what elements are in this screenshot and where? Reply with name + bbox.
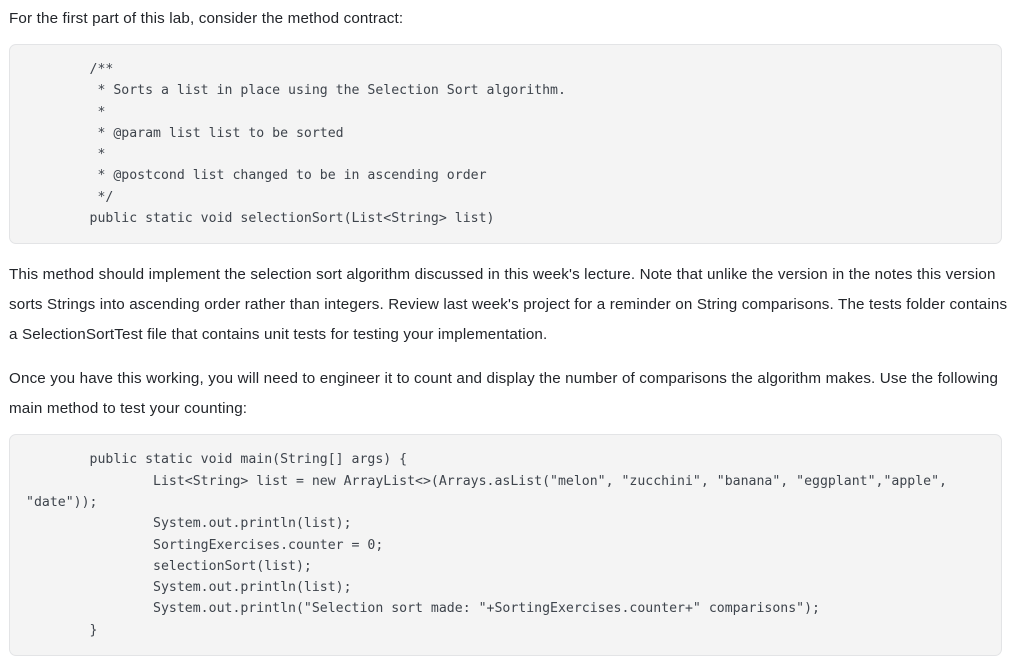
- method-contract-code-block: /** * Sorts a list in place using the Se…: [9, 44, 1002, 245]
- spacer-after-contract-block: [9, 244, 1015, 260]
- method-contract-code-text: /** * Sorts a list in place using the Se…: [89, 62, 566, 227]
- main-method-code-block: public static void main(String[] args) {…: [9, 434, 1002, 656]
- instruction-paragraph: Once you have this working, you will nee…: [9, 370, 999, 418]
- main-method-code-text: public static void main(String[] args) {…: [26, 452, 948, 638]
- intro-paragraph: For the first part of this lab, consider…: [9, 10, 404, 27]
- description-paragraph: This method should implement the selecti…: [9, 266, 1008, 344]
- lab-instructions-page: For the first part of this lab, consider…: [9, 10, 1015, 656]
- spacer-after-description: [9, 350, 1015, 364]
